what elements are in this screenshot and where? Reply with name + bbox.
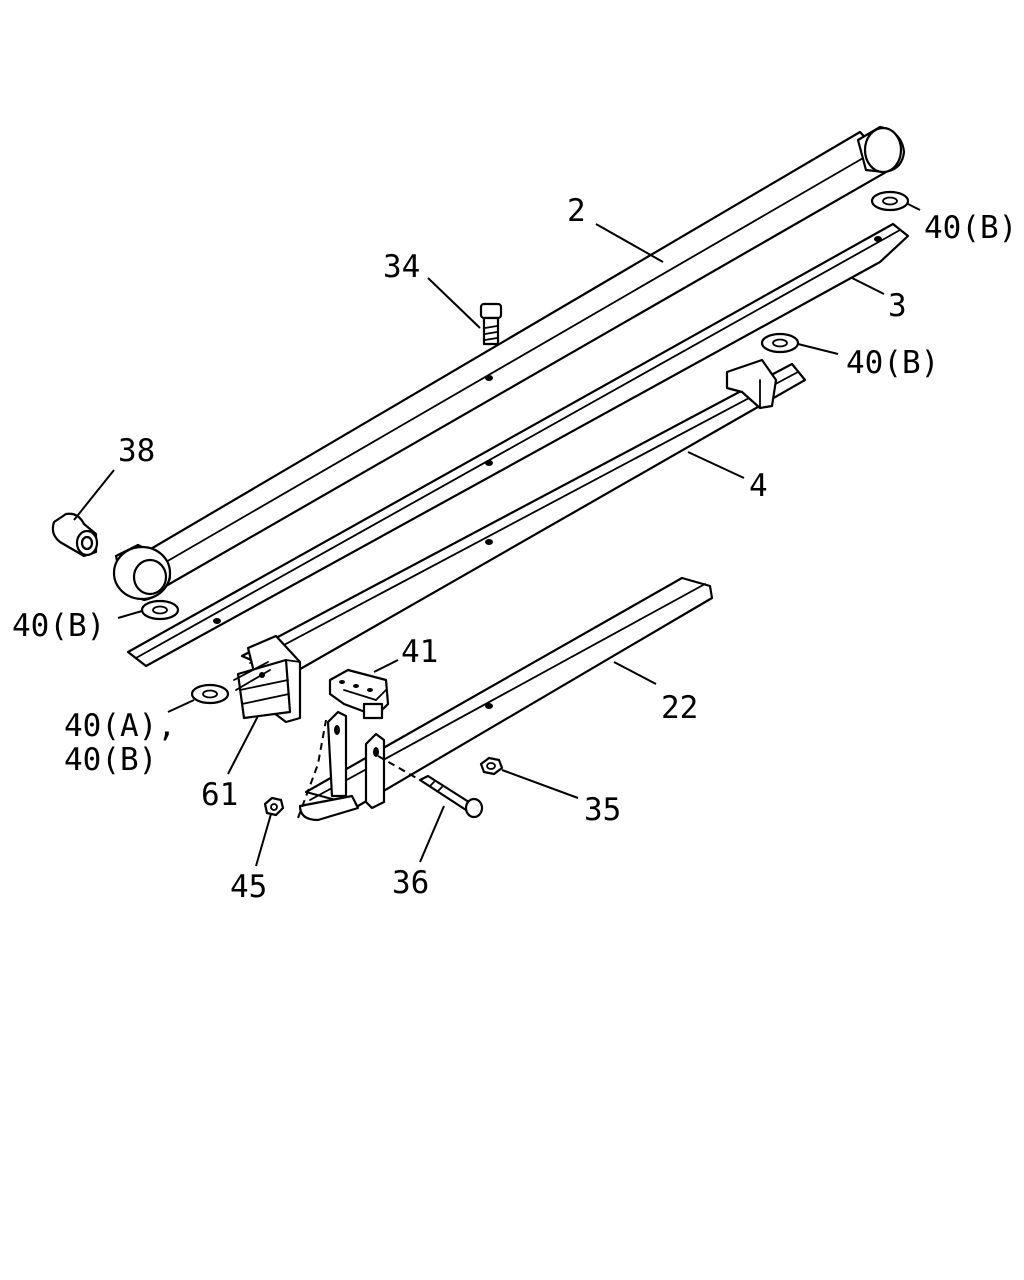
washer-40a-hole: [202, 689, 218, 699]
callout-40b-left: 40(B): [12, 608, 105, 644]
callout-3: 3: [888, 288, 907, 324]
callout-2: 2: [567, 193, 586, 229]
bolt-part-36: [377, 755, 484, 819]
callout-4: 4: [749, 468, 768, 504]
callout-40b-mid: 40(B): [846, 345, 939, 381]
nut-part-35: [479, 756, 504, 776]
callout-61: 61: [201, 777, 238, 813]
callout-34: 34: [383, 249, 420, 285]
callout-40a-line1: 40(A),: [64, 708, 176, 744]
washer-40b-mid-hole: [772, 338, 788, 348]
main-leaf-part-2: [112, 125, 906, 602]
callout-38: 38: [118, 433, 155, 469]
clip-block-part-41: [328, 668, 390, 720]
washer-40b-left: [140, 599, 180, 621]
callout-35: 35: [584, 792, 621, 828]
bolt-36-dashed-path: [377, 755, 421, 781]
callout-40b-top: 40(B): [924, 210, 1017, 246]
nut-part-45: [263, 719, 327, 819]
washer-40b-top-hole: [882, 196, 898, 206]
callout-40a-line2: 40(B): [64, 742, 157, 778]
callout-22: 22: [661, 690, 698, 726]
third-leaf-part-4: [240, 358, 807, 678]
callout-41: 41: [401, 634, 438, 670]
callout-36: 36: [392, 865, 429, 901]
washer-40b-left-hole: [152, 605, 168, 615]
washer-40b-top: [870, 190, 910, 212]
clip-part-61: [233, 634, 302, 724]
callout-45: 45: [230, 869, 267, 905]
center-bolt-part-34: [479, 302, 503, 346]
washer-40b-mid: [760, 332, 800, 354]
leader-lines: [73, 203, 921, 867]
lower-leaf-part-22: [298, 576, 714, 822]
bushing-part-38: [51, 512, 99, 558]
nut-45-dashed-path: [297, 719, 327, 819]
washer-40a: [190, 683, 230, 705]
second-leaf-part-3: [126, 222, 910, 668]
